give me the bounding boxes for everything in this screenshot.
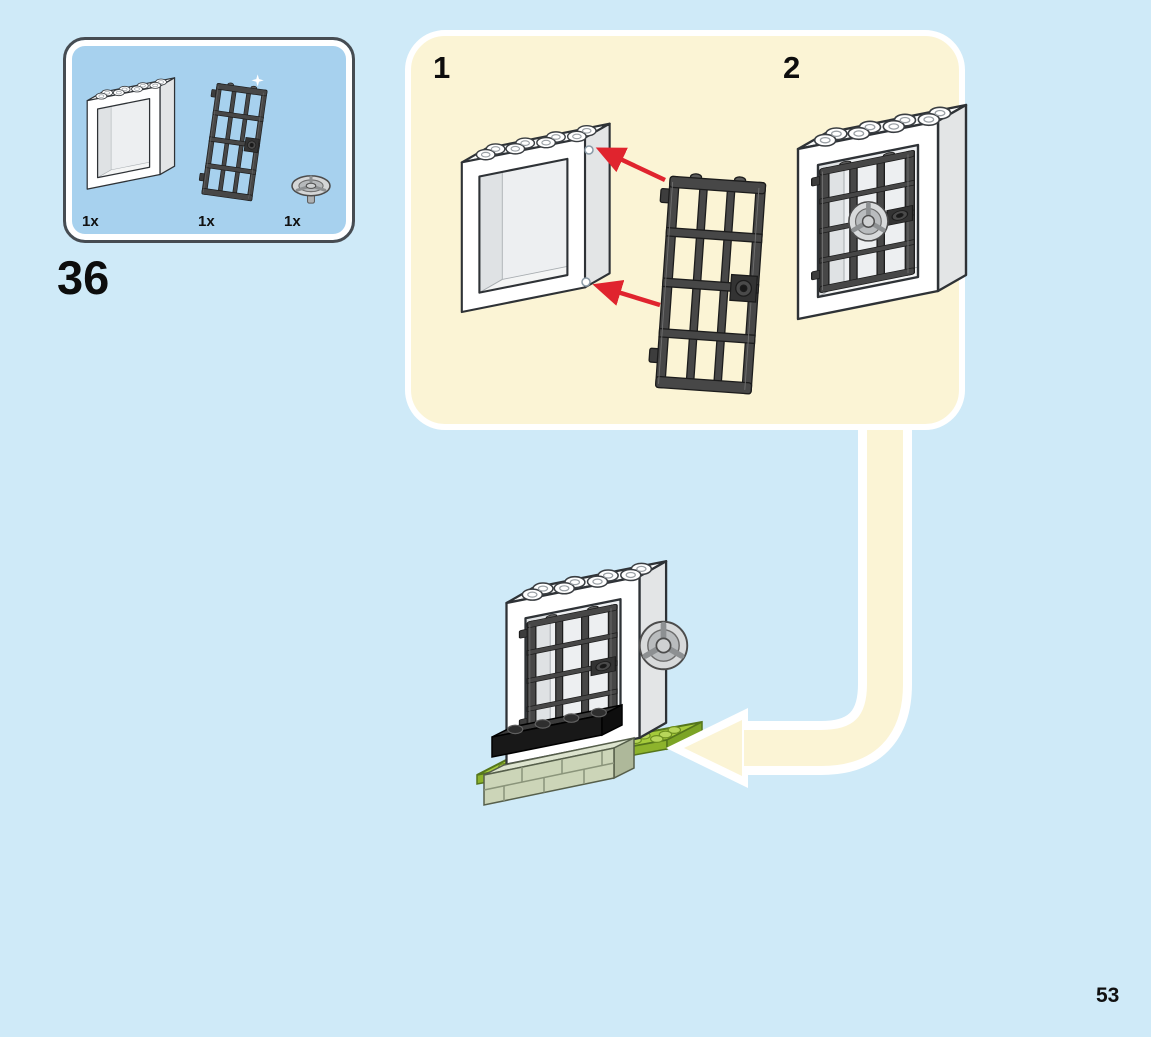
black-brick	[491, 703, 623, 758]
part-item-door-frame: 1x	[82, 59, 186, 230]
substeps-panel: 1 2	[405, 30, 968, 430]
brick-wall	[483, 736, 635, 806]
page-number: 53	[1096, 984, 1120, 1007]
substep-2-label: 2	[783, 50, 801, 85]
attachment-point-top	[584, 145, 594, 155]
barred-door-illustration	[646, 170, 767, 395]
door-frame-icon	[86, 77, 176, 190]
substep-1-label: 1	[433, 50, 451, 85]
part-count-door-frame: 1x	[82, 213, 99, 230]
substep-2-diagram	[796, 103, 968, 321]
attachment-point-bottom	[581, 277, 591, 287]
shine-mark	[251, 74, 264, 87]
steering-wheel-icon	[290, 174, 332, 205]
parts-callout-box: 1x 1x 1x	[63, 37, 355, 243]
attach-arrow-bottom	[592, 279, 661, 308]
transfer-arrow	[666, 416, 912, 788]
part-count-barred-door: 1x	[198, 213, 215, 230]
substep-1-diagram	[460, 122, 767, 395]
assembled-door-frame-illustration	[796, 103, 968, 321]
step-number: 36	[57, 251, 110, 304]
main-model-diagram	[476, 560, 703, 806]
attach-arrow-top	[595, 147, 666, 183]
barred-door-icon	[198, 74, 268, 202]
part-item-steering-wheel: 1x	[284, 172, 338, 230]
part-item-barred-door: 1x	[198, 74, 272, 230]
part-count-steering-wheel: 1x	[284, 213, 301, 230]
